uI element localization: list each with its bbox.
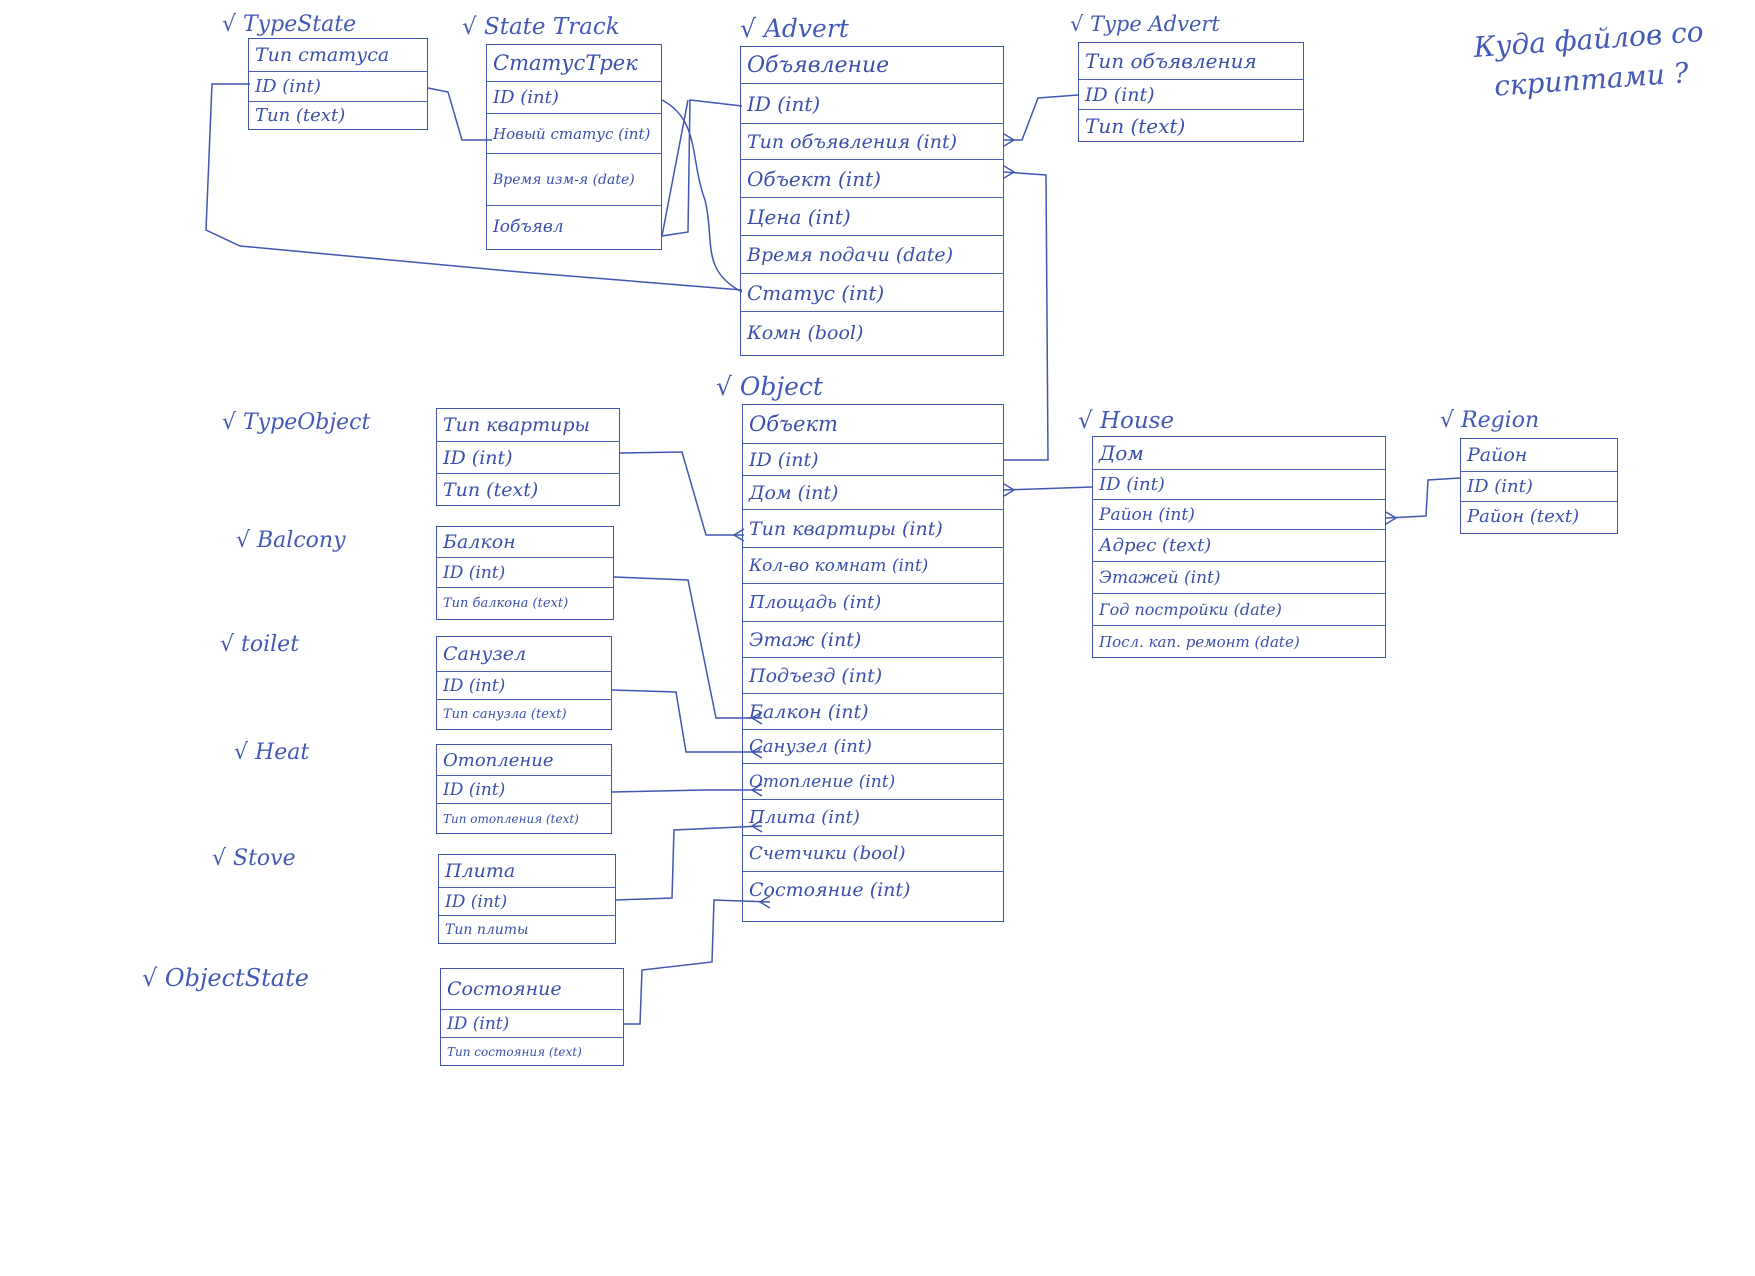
object-row: Площадь (int) (743, 583, 1003, 621)
object-row: Плита (int) (743, 799, 1003, 835)
object-row: Тип квартиры (int) (743, 509, 1003, 547)
stove-row: Плита (445, 860, 516, 882)
house-row: Дом (1099, 441, 1144, 465)
advert-label: √ Advert (740, 14, 849, 43)
advert-row: Время подачи (date) (741, 235, 1003, 273)
object-state-row: Состояние (447, 978, 562, 1000)
type-state-label: √ TypeState (222, 12, 357, 37)
type-state-entity: Тип статуса ID (int) Тип (text) (248, 38, 428, 130)
object-state-entity: Состояние ID (int) Тип состояния (text) (440, 968, 624, 1066)
object-row: Отопление (int) (743, 763, 1003, 799)
state-track-label: √ State Track (462, 14, 620, 40)
state-track-row: Новый статус (int) (487, 113, 661, 153)
balcony-label: √ Balcony (236, 528, 346, 553)
type-state-row: Тип (text) (249, 101, 427, 129)
type-advert-row: Тип (text) (1079, 109, 1303, 141)
advert-row: Статус (int) (741, 273, 1003, 311)
toilet-label: √ toilet (220, 632, 300, 657)
region-row: Район (1467, 444, 1528, 466)
type-object-row: Тип (text) (437, 473, 619, 505)
region-label: √ Region (1440, 408, 1540, 433)
house-entity: Дом ID (int) Район (int) Адрес (text) Эт… (1092, 436, 1386, 658)
type-object-row: Тип квартиры (443, 414, 590, 436)
object-row: Подъезд (int) (743, 657, 1003, 693)
heat-row: Тип отопления (text) (437, 803, 611, 833)
balcony-row: ID (int) (437, 557, 613, 587)
object-row: Балкон (int) (743, 693, 1003, 729)
toilet-entity: Санузел ID (int) Тип санузла (text) (436, 636, 612, 730)
state-track-row: Iобъявл (487, 205, 661, 247)
advert-entity: Объявление ID (int) Тип объявления (int)… (740, 46, 1004, 356)
stove-entity: Плита ID (int) Тип плиты (438, 854, 616, 944)
advert-row: Комн (bool) (741, 311, 1003, 353)
toilet-row: Тип санузла (text) (437, 699, 611, 729)
advert-row: Объявление (747, 52, 890, 78)
balcony-entity: Балкон ID (int) Тип балкона (text) (436, 526, 614, 620)
stove-row: Тип плиты (439, 915, 615, 943)
stove-row: ID (int) (439, 887, 615, 915)
region-entity: Район ID (int) Район (text) (1460, 438, 1618, 534)
object-row: Дом (int) (743, 475, 1003, 509)
object-state-label: √ ObjectState (142, 964, 309, 992)
object-row: Кол-во комнат (int) (743, 547, 1003, 583)
state-track-row: Время изм-я (date) (487, 153, 661, 205)
type-advert-row: ID (int) (1079, 79, 1303, 109)
house-label: √ House (1078, 408, 1175, 434)
object-row: Этаж (int) (743, 621, 1003, 657)
type-advert-label: √ Type Advert (1070, 12, 1220, 36)
type-object-entity: Тип квартиры ID (int) Тип (text) (436, 408, 620, 506)
object-row: Состояние (int) (743, 871, 1003, 907)
type-advert-entity: Тип объявления ID (int) Тип (text) (1078, 42, 1304, 142)
object-state-row: ID (int) (441, 1009, 623, 1037)
house-row: ID (int) (1093, 469, 1385, 499)
type-state-row: Тип статуса (255, 44, 390, 66)
state-track-row: СтатусТрек (493, 51, 638, 75)
advert-row: Тип объявления (int) (741, 123, 1003, 159)
state-track-row: ID (int) (487, 81, 661, 113)
state-track-entity: СтатусТрек ID (int) Новый статус (int) В… (486, 44, 662, 250)
house-row: Район (int) (1093, 499, 1385, 529)
type-object-row: ID (int) (437, 441, 619, 473)
type-object-label: √ TypeObject (222, 410, 371, 435)
region-row: ID (int) (1461, 471, 1617, 501)
advert-row: ID (int) (741, 83, 1003, 123)
type-advert-row: Тип объявления (1085, 49, 1257, 73)
object-row: Счетчики (bool) (743, 835, 1003, 871)
type-state-row: ID (int) (249, 71, 427, 101)
stove-label: √ Stove (212, 846, 296, 871)
object-row: ID (int) (743, 443, 1003, 475)
object-row: Объект (749, 412, 838, 436)
house-row: Год постройки (date) (1093, 593, 1385, 625)
object-label: √ Object (716, 372, 823, 401)
heat-row: ID (int) (437, 775, 611, 803)
object-row: Санузел (int) (743, 729, 1003, 763)
object-state-row: Тип состояния (text) (441, 1037, 623, 1065)
balcony-row: Балкон (443, 531, 516, 553)
toilet-row: ID (int) (437, 671, 611, 699)
region-row: Район (text) (1461, 501, 1617, 531)
house-row: Этажей (int) (1093, 561, 1385, 593)
balcony-row: Тип балкона (text) (437, 587, 613, 619)
house-row: Адрес (text) (1093, 529, 1385, 561)
house-row: Посл. кап. ремонт (date) (1093, 625, 1385, 657)
advert-row: Объект (int) (741, 159, 1003, 197)
toilet-row: Санузел (443, 643, 527, 665)
heat-label: √ Heat (234, 740, 310, 765)
object-entity: Объект ID (int) Дом (int) Тип квартиры (… (742, 404, 1004, 922)
advert-row: Цена (int) (741, 197, 1003, 235)
heat-row: Отопление (443, 749, 554, 771)
heat-entity: Отопление ID (int) Тип отопления (text) (436, 744, 612, 834)
